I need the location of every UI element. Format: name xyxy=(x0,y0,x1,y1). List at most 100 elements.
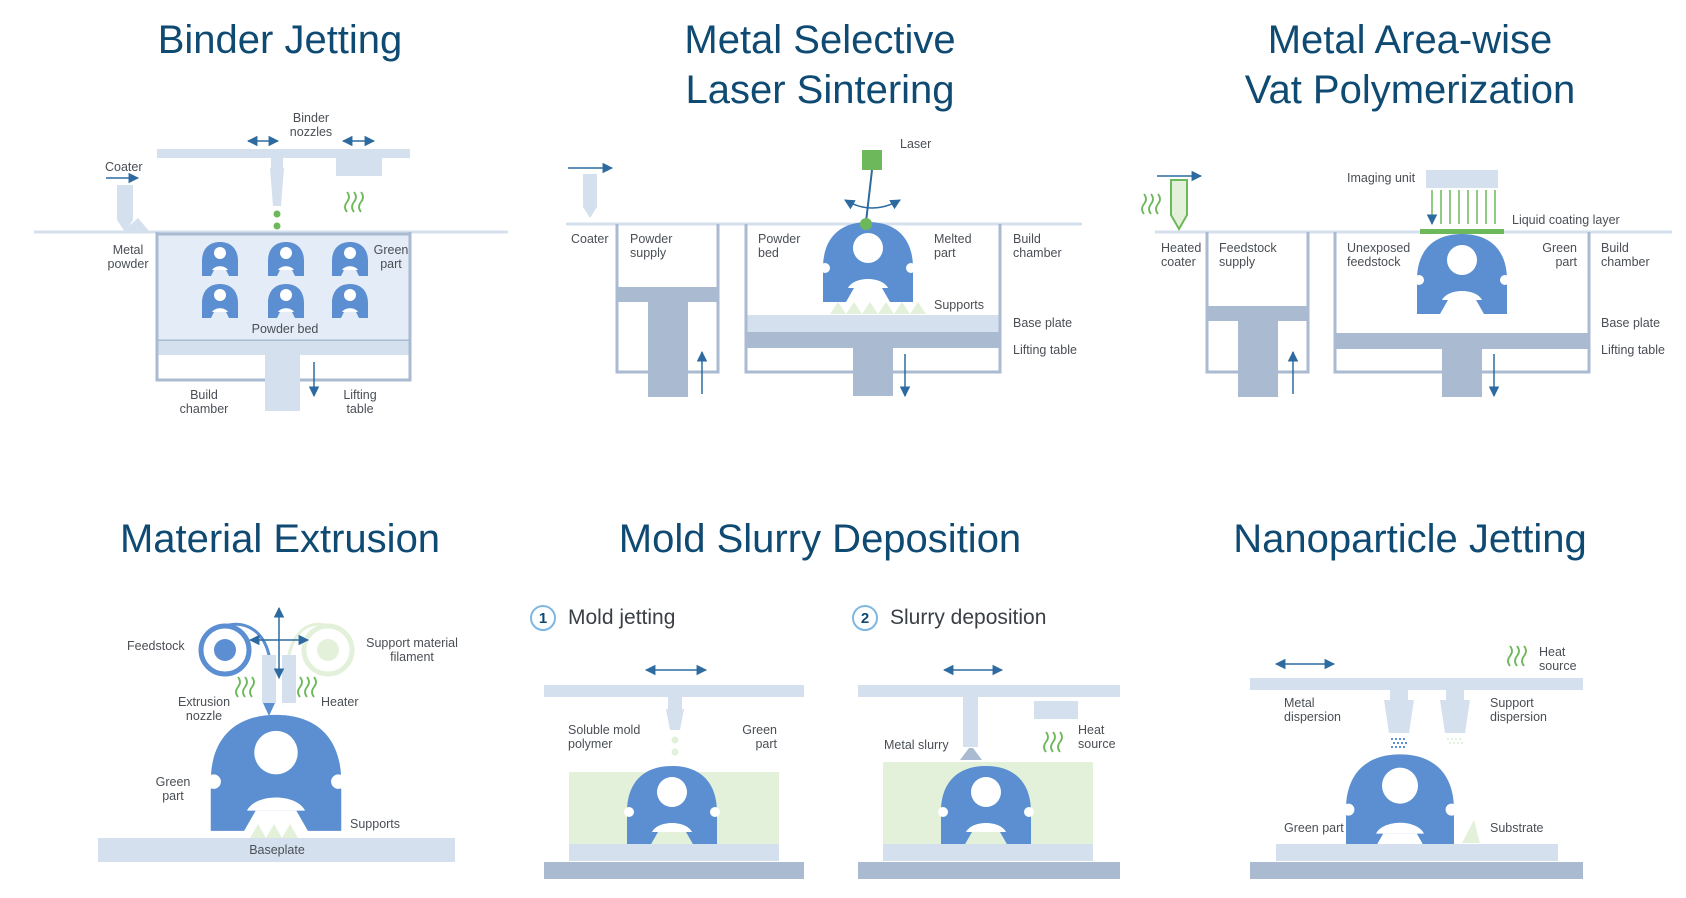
label-feedstock: Feedstock xyxy=(127,639,185,653)
title-line: Vat Polymerization xyxy=(1244,68,1576,112)
title-line: Laser Sintering xyxy=(685,68,955,112)
label-line: Green xyxy=(156,775,191,789)
label-line: Supports xyxy=(934,298,984,312)
label-base-plate-msls: Base plate xyxy=(1013,316,1072,330)
label-line: chamber xyxy=(180,402,229,416)
label-line: Heater xyxy=(321,695,359,709)
label-line: Feedstock xyxy=(1219,241,1277,255)
label-laser: Laser xyxy=(900,137,931,151)
label-supports-msls: Supports xyxy=(934,298,984,312)
title-line: Metal Selective xyxy=(684,18,956,62)
label-green-part-npj: Green part xyxy=(1284,821,1344,835)
label-line: Metal slurry xyxy=(884,738,949,752)
label-line: Soluble mold xyxy=(568,723,640,737)
label-line: Support xyxy=(1490,696,1534,710)
label-line: polymer xyxy=(568,737,612,751)
title-line: Binder Jetting xyxy=(157,18,403,62)
label-line: feedstock xyxy=(1347,255,1401,269)
label-line: Lifting table xyxy=(1013,343,1077,357)
title-mold-slurry-deposition: Mold Slurry Deposition xyxy=(570,514,1070,564)
label-line: Base plate xyxy=(1601,316,1660,330)
label-imaging-unit: Imaging unit xyxy=(1347,171,1416,185)
label-lifting-table-mavp: Lifting table xyxy=(1601,343,1665,357)
label-line: Heated xyxy=(1161,241,1201,255)
label-line: chamber xyxy=(1013,246,1062,260)
step-1-label: Mold jetting xyxy=(568,606,676,629)
label-line: Green xyxy=(742,723,777,737)
label-line: Extrusion xyxy=(178,695,230,709)
label-line: Build xyxy=(1601,241,1629,255)
title-line: Material Extrusion xyxy=(119,517,441,561)
label-line: Feedstock xyxy=(127,639,185,653)
label-substrate: Substrate xyxy=(1490,821,1544,835)
label-line: Build xyxy=(1013,232,1041,246)
title-line: Nanoparticle Jetting xyxy=(1233,517,1587,561)
label-line: Base plate xyxy=(1013,316,1072,330)
label-line: Coater xyxy=(571,232,609,246)
label-line: Green xyxy=(374,243,409,257)
label-line: Coater xyxy=(105,160,143,174)
diagram-metal-area-wise-vat-polymerization: Imaging unit Liquid coating layer Heated… xyxy=(1141,170,1672,398)
label-line: part xyxy=(380,257,402,271)
label-line: Unexposed xyxy=(1347,241,1410,255)
label-metal-slurry: Metal slurry xyxy=(884,738,949,752)
step-1-badge: 1 xyxy=(530,605,556,631)
label-line: part xyxy=(1555,255,1577,269)
label-line: Binder xyxy=(293,111,329,125)
label-line: Lifting table xyxy=(1601,343,1665,357)
label-line: Baseplate xyxy=(249,843,305,857)
label-line: Green part xyxy=(1284,821,1344,835)
label-line: dispersion xyxy=(1490,710,1547,724)
label-line: Powder xyxy=(630,232,672,246)
label-line: Powder bed xyxy=(252,322,319,336)
title-nanoparticle-jetting: Nanoparticle Jetting xyxy=(1150,514,1670,564)
label-line: Imaging unit xyxy=(1347,171,1416,185)
step-2-label: Slurry deposition xyxy=(890,606,1047,629)
title-line: Mold Slurry Deposition xyxy=(618,517,1022,561)
label-line: Metal xyxy=(113,243,144,257)
label-line: Heat xyxy=(1539,645,1566,659)
label-line: Liquid coating layer xyxy=(1512,213,1620,227)
title-binder-jetting: Binder Jetting xyxy=(60,15,500,65)
title-line: Metal Area-wise xyxy=(1267,18,1553,62)
step-2-badge: 2 xyxy=(852,605,878,631)
label-line: Powder xyxy=(758,232,800,246)
label-baseplate: Baseplate xyxy=(249,843,305,857)
label-line: filament xyxy=(390,650,434,664)
label-line: supply xyxy=(630,246,667,260)
label-line: part xyxy=(162,789,184,803)
label-line: nozzles xyxy=(290,125,332,139)
label-line: Supports xyxy=(350,817,400,831)
label-lifting-table-msls: Lifting table xyxy=(1013,343,1077,357)
label-line: bed xyxy=(758,246,779,260)
label-line: powder xyxy=(108,257,149,271)
label-line: Melted xyxy=(934,232,972,246)
label-line: Laser xyxy=(900,137,931,151)
label-coater: Coater xyxy=(105,160,143,174)
label-powder-bed: Powder bed xyxy=(252,322,319,336)
label-line: dispersion xyxy=(1284,710,1341,724)
